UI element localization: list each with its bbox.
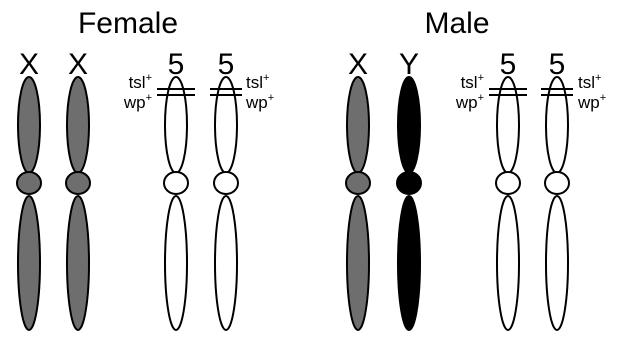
chromosome-q-arm	[398, 196, 420, 330]
centromere	[545, 172, 569, 194]
centromere	[164, 172, 188, 194]
chromosome-p-arm	[497, 77, 519, 173]
chromosome-p-arm	[67, 77, 89, 173]
chromosome-p-arm	[215, 77, 237, 173]
chromosome-q-arm	[215, 196, 237, 330]
chromosome-p-arm	[165, 77, 187, 173]
centromere	[397, 172, 421, 194]
chromosome-q-arm	[347, 196, 369, 330]
centromere	[66, 172, 90, 194]
centromere	[17, 172, 41, 194]
chromosome-p-arm	[18, 77, 40, 173]
chromosome-p-arm	[546, 77, 568, 173]
female-right-wp-label: wp+	[245, 92, 274, 112]
centromere	[496, 172, 520, 194]
male-chrom-2	[397, 77, 421, 330]
centromere	[214, 172, 238, 194]
chromosome-q-arm	[165, 196, 187, 330]
male-chrom-1	[346, 77, 370, 330]
female-right-tsl-label: tsl+	[246, 72, 269, 92]
male-title: Male	[424, 7, 489, 40]
centromere	[346, 172, 370, 194]
male-right-tsl-label: tsl+	[578, 72, 601, 92]
female-left-tsl-label: tsl+	[129, 72, 152, 92]
female-chrom-2	[66, 77, 90, 330]
chromosome-p-arm	[347, 77, 369, 173]
male-chrom-3	[496, 77, 520, 330]
male-chrom-4	[545, 77, 569, 330]
female-title: Female	[78, 7, 178, 40]
female-left-wp-label: wp+	[123, 92, 152, 112]
chromosome-q-arm	[546, 196, 568, 330]
female-chrom-1	[17, 77, 41, 330]
chromosome-q-arm	[18, 196, 40, 330]
chromosome-p-arm	[398, 77, 420, 173]
male-left-wp-label: wp+	[455, 92, 484, 112]
male-left-tsl-label: tsl+	[461, 72, 484, 92]
chromosome-q-arm	[67, 196, 89, 330]
chromosome-q-arm	[497, 196, 519, 330]
male-right-wp-label: wp+	[577, 92, 606, 112]
female-chrom-3	[164, 77, 188, 330]
female-chrom-4	[214, 77, 238, 330]
